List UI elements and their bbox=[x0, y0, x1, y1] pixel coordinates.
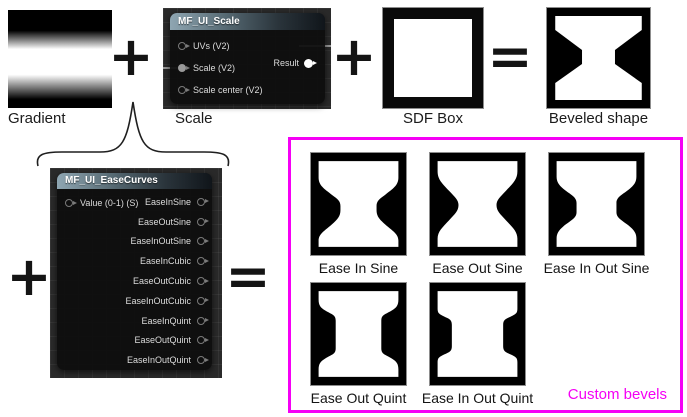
input-pin[interactable] bbox=[178, 64, 190, 72]
ease-node-outputs: EaseInSine EaseOutSine EaseInOutSine Eas… bbox=[57, 192, 212, 370]
output-pin-label: EaseOutQuint bbox=[134, 335, 191, 346]
output-pin-label: EaseInOutSine bbox=[130, 236, 191, 247]
bevel-example-tile: Ease In Out Quint bbox=[422, 283, 533, 406]
bevel-shape-image bbox=[311, 283, 406, 385]
plus-operator: + bbox=[108, 25, 154, 88]
bevel-tile-label: Ease In Out Sine bbox=[543, 260, 650, 276]
node-output-row[interactable]: EaseOutQuint bbox=[57, 331, 212, 351]
output-pin-label: EaseInCubic bbox=[139, 256, 191, 267]
node-output-row[interactable]: EaseInSine bbox=[57, 192, 212, 212]
bevel-tile-grid: Ease In Sine Ease Out Sine Ease In Out S… bbox=[311, 153, 649, 413]
insertion-brace bbox=[36, 101, 230, 167]
bevel-example-tile: Ease Out Sine bbox=[430, 153, 525, 276]
output-pin-label: EaseOutSine bbox=[137, 216, 191, 227]
beveled-shape-preview bbox=[547, 8, 650, 108]
bevel-shape-image bbox=[430, 153, 525, 255]
node-output-row[interactable]: EaseInCubic bbox=[57, 251, 212, 271]
output-pin[interactable] bbox=[197, 257, 209, 266]
scale-label: Scale bbox=[175, 110, 213, 127]
bevel-example-tile: Ease In Out Sine bbox=[544, 153, 649, 276]
node-input-row[interactable]: UVs (V2) bbox=[170, 35, 325, 57]
output-pin[interactable] bbox=[197, 237, 209, 246]
input-pin[interactable] bbox=[178, 42, 190, 50]
output-pin-label: EaseInOutQuint bbox=[126, 355, 191, 366]
beveled-shape-label: Beveled shape bbox=[548, 110, 649, 127]
output-pin[interactable] bbox=[197, 296, 209, 305]
custom-bevels-caption: Custom bevels bbox=[567, 386, 667, 403]
scale-node-inputs: UVs (V2) Scale (V2) Scale center (V2) bbox=[170, 35, 325, 101]
output-pin[interactable] bbox=[197, 336, 209, 345]
bevel-tile-label: Ease Out Quint bbox=[310, 390, 407, 406]
sdf-box-label: SDF Box bbox=[402, 110, 463, 127]
equals-operator: = bbox=[225, 245, 271, 308]
value-input-pin[interactable] bbox=[65, 199, 77, 207]
result-pin-label: Result bbox=[273, 58, 299, 68]
ease-node-panel: MF_UI_EaseCurves Value (0-1) (S) EaseInS… bbox=[50, 168, 222, 378]
node-output-row[interactable]: EaseInOutSine bbox=[57, 232, 212, 252]
plus-operator: + bbox=[6, 245, 52, 308]
output-pin-label: EaseOutCubic bbox=[132, 276, 191, 287]
node-output-row[interactable]: EaseOutSine bbox=[57, 212, 212, 232]
input-pin-label: Scale (V2) bbox=[193, 63, 236, 73]
output-pin[interactable] bbox=[197, 217, 209, 226]
node-output-row[interactable]: EaseInOutCubic bbox=[57, 291, 212, 311]
input-pin-label: UVs (V2) bbox=[193, 41, 230, 51]
bevel-example-tile: Ease In Sine bbox=[311, 153, 406, 276]
node-input-row[interactable]: Scale (V2) bbox=[170, 57, 325, 79]
custom-bevels-panel: Ease In Sine Ease Out Sine Ease In Out S… bbox=[288, 137, 683, 413]
bevel-shape-image bbox=[311, 153, 406, 255]
input-pin[interactable] bbox=[178, 86, 190, 94]
result-pin[interactable] bbox=[304, 58, 317, 68]
bevel-tile-label: Ease Out Sine bbox=[432, 260, 523, 276]
plus-operator: + bbox=[331, 25, 377, 88]
scale-node-title: MF_UI_Scale bbox=[170, 13, 325, 30]
bevel-shape-image bbox=[430, 283, 525, 385]
bevel-tile-label: Ease In Out Quint bbox=[421, 390, 534, 406]
output-pin-label: EaseInSine bbox=[144, 196, 191, 207]
value-input-label: Value (0-1) (S) bbox=[80, 198, 139, 208]
output-pin-label: EaseInQuint bbox=[141, 315, 191, 326]
scale-node-panel: MF_UI_Scale UVs (V2) Scale (V2) Scale ce… bbox=[163, 8, 331, 109]
result-pin-row[interactable]: Result bbox=[273, 52, 317, 74]
bevel-example-tile: Ease Out Quint bbox=[311, 283, 406, 406]
ease-value-input-row[interactable]: Value (0-1) (S) bbox=[57, 192, 146, 214]
output-pin[interactable] bbox=[197, 277, 209, 286]
mf-ui-easecurves-node[interactable]: MF_UI_EaseCurves Value (0-1) (S) EaseInS… bbox=[57, 173, 212, 370]
node-output-row[interactable]: EaseOutCubic bbox=[57, 271, 212, 291]
node-output-row[interactable]: EaseInQuint bbox=[57, 311, 212, 331]
bevel-shape-image bbox=[549, 153, 644, 255]
bevel-tile-label: Ease In Sine bbox=[318, 260, 399, 276]
input-pin-label: Scale center (V2) bbox=[193, 85, 263, 95]
equals-operator: = bbox=[487, 25, 533, 88]
gradient-texture bbox=[8, 10, 112, 108]
output-pin[interactable] bbox=[197, 356, 209, 365]
ease-node-title: MF_UI_EaseCurves bbox=[57, 173, 212, 189]
output-pin[interactable] bbox=[197, 197, 209, 206]
output-pin-label: EaseInOutCubic bbox=[125, 295, 191, 306]
node-input-row[interactable]: Scale center (V2) bbox=[170, 79, 325, 101]
node-output-row[interactable]: EaseInOutQuint bbox=[57, 350, 212, 370]
output-pin[interactable] bbox=[197, 316, 209, 325]
gradient-label: Gradient bbox=[8, 110, 66, 127]
sdf-box-texture bbox=[383, 8, 483, 108]
mf-ui-scale-node[interactable]: MF_UI_Scale UVs (V2) Scale (V2) Scale ce… bbox=[170, 13, 325, 104]
